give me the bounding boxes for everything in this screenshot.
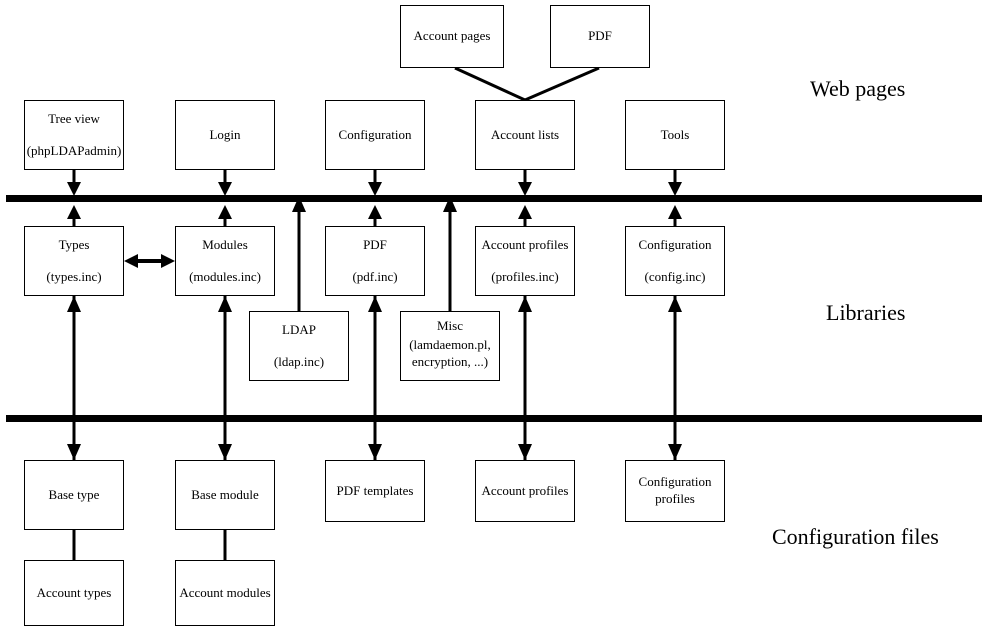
node-base-type[interactable]: Base type: [24, 460, 124, 530]
node-label: PDF: [363, 236, 387, 252]
node-account-profiles-lib[interactable]: Account profiles (profiles.inc): [475, 226, 575, 296]
edge-ldap-up-through-band: [292, 196, 306, 311]
edge-base-module-up-to-modules: [218, 296, 232, 460]
edge-account-pages-to-account-lists: [454, 66, 526, 102]
edge-pdf-to-account-lists: [524, 66, 600, 102]
node-sublabel: (types.inc): [46, 268, 102, 284]
node-account-lists[interactable]: Account lists: [475, 100, 575, 170]
node-label: Login: [209, 126, 241, 142]
node-label: Tools: [660, 126, 690, 142]
node-sublabel: (phpLDAPadmin): [26, 142, 122, 158]
node-label: Account profiles: [481, 236, 569, 252]
node-configuration-profiles-files[interactable]: Configuration profiles: [625, 460, 725, 522]
node-label: Account lists: [490, 126, 560, 142]
node-account-types[interactable]: Account types: [24, 560, 124, 626]
section-label-libraries: Libraries: [826, 300, 906, 325]
node-sublabel: (modules.inc): [189, 268, 261, 284]
node-configuration-page[interactable]: Configuration: [325, 100, 425, 170]
node-label: Configuration: [638, 236, 712, 252]
node-pdf-templates[interactable]: PDF templates: [325, 460, 425, 522]
edge-types-down-to-base-type: [67, 296, 81, 460]
node-tree-view[interactable]: Tree view (phpLDAPadmin): [24, 100, 124, 170]
edge-misc-up-through-band: [443, 196, 457, 311]
edge-config-lib-down-to-profiles: [668, 296, 682, 460]
node-label: PDF templates: [336, 482, 414, 498]
node-label: Account modules: [179, 584, 271, 600]
edge-modules-down-to-base-module: [218, 296, 232, 460]
node-base-module[interactable]: Base module: [175, 460, 275, 530]
node-sublabel: profiles: [655, 491, 695, 506]
node-sublabel: (ldap.inc): [273, 353, 325, 369]
node-modules-lib[interactable]: Modules (modules.inc): [175, 226, 275, 296]
node-ldap-lib[interactable]: LDAP (ldap.inc): [249, 311, 349, 381]
edge-account-profiles-up-to-lib: [518, 296, 532, 460]
node-account-pages[interactable]: Account pages: [400, 5, 504, 68]
node-sublabel: (profiles.inc): [491, 268, 559, 284]
edge-pdf-templates-up-to-pdf-lib: [368, 296, 382, 460]
node-label: LDAP: [282, 321, 316, 337]
node-account-modules[interactable]: Account modules: [175, 560, 275, 626]
node-pdf-source[interactable]: PDF: [550, 5, 650, 68]
node-pdf-lib[interactable]: PDF (pdf.inc): [325, 226, 425, 296]
node-label: Tree view: [48, 110, 100, 126]
libraries-boundary-band: [6, 415, 982, 422]
node-label: Account types: [36, 584, 112, 600]
node-label: Configuration: [338, 126, 412, 142]
node-label: Misc: [437, 318, 463, 334]
edge-profiles-lib-down-to-files: [518, 296, 532, 460]
node-label: Base module: [191, 486, 259, 502]
node-misc-lib[interactable]: Misc (lamdaemon.pl, encryption, ...): [400, 311, 500, 381]
node-label: Types: [58, 236, 90, 252]
section-label-web-pages: Web pages: [810, 76, 906, 101]
node-label: Base type: [48, 486, 100, 502]
node-label: PDF: [588, 28, 612, 44]
edge-config-profiles-up-to-lib: [668, 296, 682, 460]
node-label: Configuration: [638, 474, 712, 490]
node-sublabel: (pdf.inc): [352, 268, 398, 284]
section-label-configuration-files: Configuration files: [772, 524, 939, 549]
node-types-lib[interactable]: Types (types.inc): [24, 226, 124, 296]
node-label: Account pages: [413, 28, 491, 44]
web-pages-boundary-band: [6, 195, 982, 202]
edge-pdf-lib-down-to-templates: [368, 296, 382, 460]
node-configuration-lib[interactable]: Configuration (config.inc): [625, 226, 725, 296]
edge-types-modules-bidirectional: [124, 254, 175, 268]
node-tools[interactable]: Tools: [625, 100, 725, 170]
node-sublabel: (config.inc): [644, 268, 706, 284]
node-account-profiles-files[interactable]: Account profiles: [475, 460, 575, 522]
node-label: Modules: [202, 236, 248, 252]
node-sublabel: (lamdaemon.pl, encryption, ...): [409, 337, 491, 369]
node-label: Account profiles: [481, 482, 569, 498]
edge-base-type-up-to-types: [67, 296, 81, 460]
node-login[interactable]: Login: [175, 100, 275, 170]
